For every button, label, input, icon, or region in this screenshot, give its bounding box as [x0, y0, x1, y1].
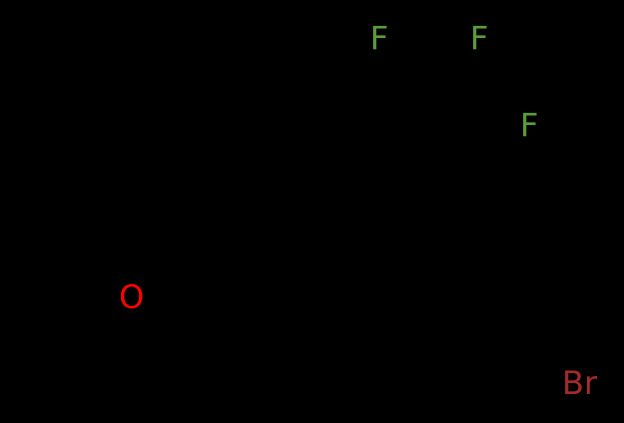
bromine-atom: Br	[562, 364, 598, 402]
oxygen-atom: O	[119, 278, 145, 316]
fluorine-atom-3: F	[520, 106, 539, 144]
fluorine-atom-2: F	[470, 19, 489, 57]
fluorine-atom-1: F	[370, 19, 389, 57]
